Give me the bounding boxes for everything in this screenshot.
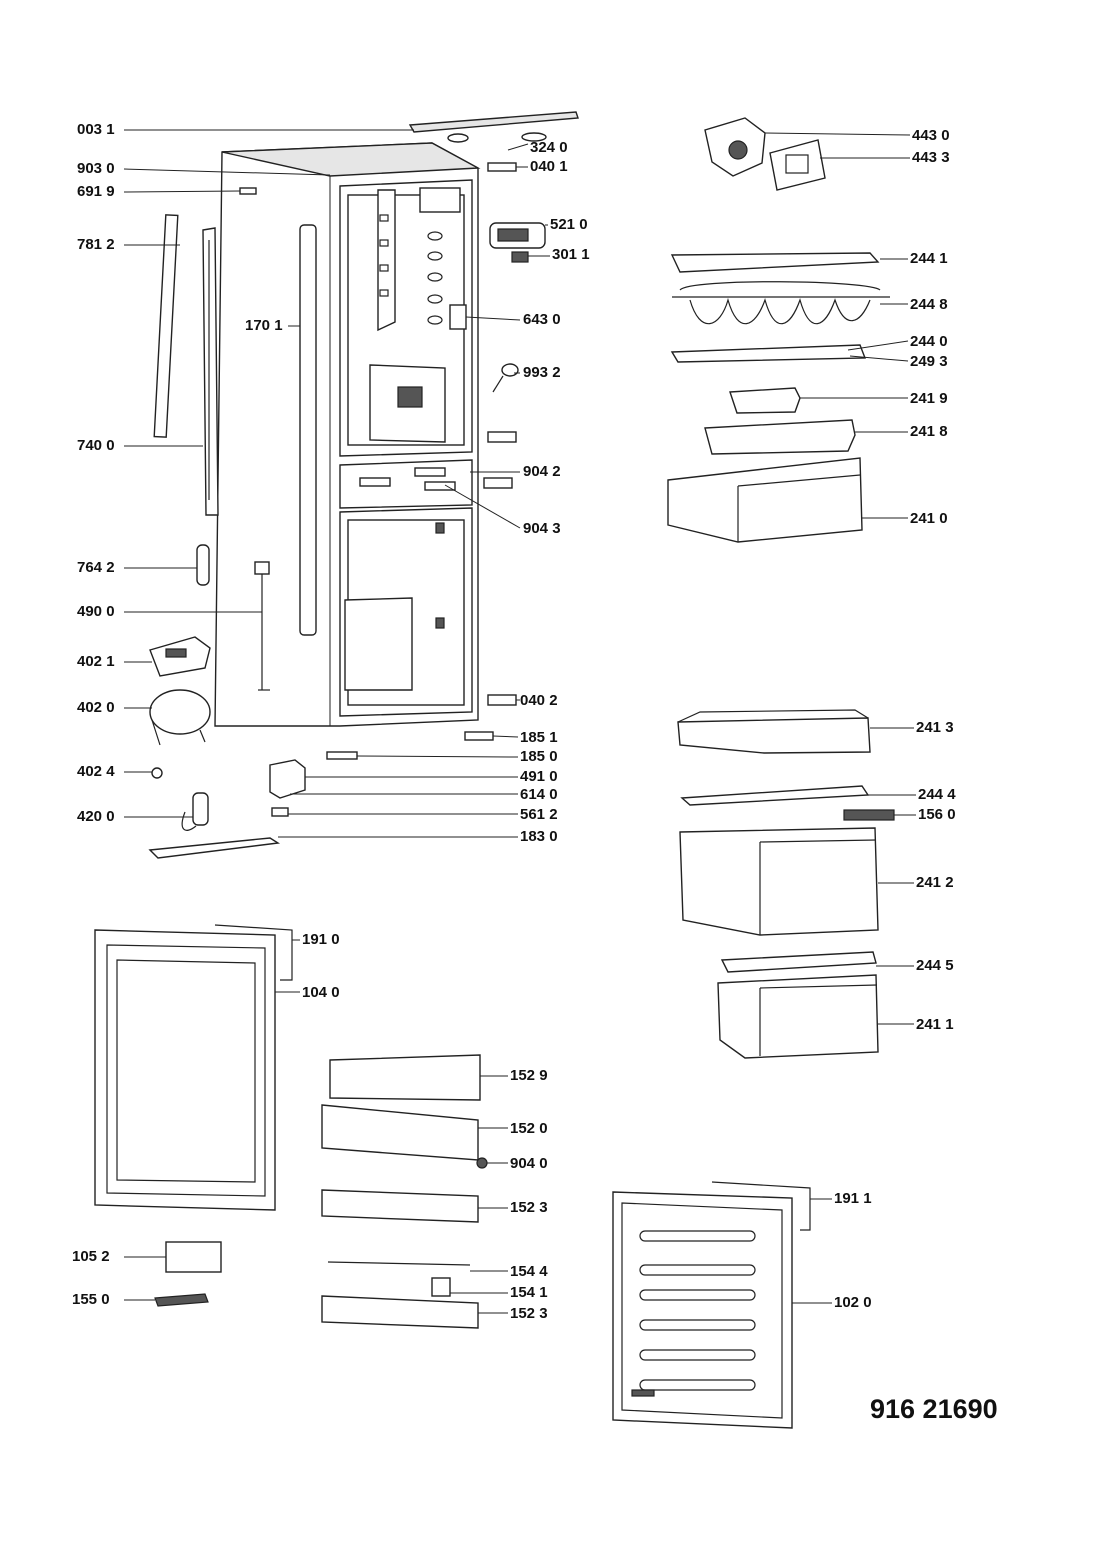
compressor-group xyxy=(149,636,211,831)
callout-156-0: 156 0 xyxy=(918,806,956,823)
callout-183-0: 183 0 xyxy=(520,828,558,845)
callout-185-0: 185 0 xyxy=(520,748,558,765)
callout-244-4: 244 4 xyxy=(918,786,956,803)
cabinet-body xyxy=(214,142,481,727)
callout-152-3-bottom: 152 3 xyxy=(510,1305,548,1322)
door-shelves xyxy=(154,1054,488,1329)
callout-154-1: 154 1 xyxy=(510,1284,548,1301)
callout-105-2: 105 2 xyxy=(72,1248,110,1265)
leader-lines xyxy=(123,129,916,1314)
callout-241-8: 241 8 xyxy=(910,423,948,440)
hinge-pieces xyxy=(483,363,519,706)
callout-691-9: 691 9 xyxy=(77,183,115,200)
fridge-boxes xyxy=(667,387,863,543)
callout-402-1: 402 1 xyxy=(77,653,115,670)
callout-643-0: 643 0 xyxy=(523,311,561,328)
freezer-door xyxy=(612,1181,811,1429)
callout-003-1: 003 1 xyxy=(77,121,115,138)
callout-904-3: 904 3 xyxy=(523,520,561,537)
left-side-parts xyxy=(153,214,317,636)
callout-301-1: 301 1 xyxy=(552,246,590,263)
callout-104-0: 104 0 xyxy=(302,984,340,1001)
callout-152-9: 152 9 xyxy=(510,1067,548,1084)
callout-241-3: 241 3 xyxy=(916,719,954,736)
callout-241-2: 241 2 xyxy=(916,874,954,891)
callout-244-1: 244 1 xyxy=(910,250,948,267)
power-cable xyxy=(254,561,270,691)
callout-244-0: 244 0 xyxy=(910,333,948,350)
callout-170-1: 170 1 xyxy=(245,317,283,334)
callout-241-0: 241 0 xyxy=(910,510,948,527)
bottom-parts xyxy=(148,731,494,859)
callout-781-2: 781 2 xyxy=(77,236,115,253)
callout-491-0: 491 0 xyxy=(520,768,558,785)
callout-561-2: 561 2 xyxy=(520,806,558,823)
callout-402-0: 402 0 xyxy=(77,699,115,716)
callout-040-1: 040 1 xyxy=(530,158,568,175)
callout-904-2: 904 2 xyxy=(523,463,561,480)
freezer-drawers xyxy=(677,709,895,1059)
callout-241-9: 241 9 xyxy=(910,390,948,407)
control-unit xyxy=(489,222,546,263)
callout-443-0: 443 0 xyxy=(912,127,950,144)
callout-244-8: 244 8 xyxy=(910,296,948,313)
callout-521-0: 521 0 xyxy=(550,216,588,233)
callout-191-1: 191 1 xyxy=(834,1190,872,1207)
callout-420-0: 420 0 xyxy=(77,808,115,825)
callout-152-3-top: 152 3 xyxy=(510,1199,548,1216)
model-number: 916 21690 xyxy=(870,1394,998,1424)
callout-443-3: 443 3 xyxy=(912,149,950,166)
callout-249-3: 249 3 xyxy=(910,353,948,370)
callout-904-0: 904 0 xyxy=(510,1155,548,1172)
callout-152-0: 152 0 xyxy=(510,1120,548,1137)
callout-324-0: 324 0 xyxy=(530,139,568,156)
fridge-door xyxy=(94,924,293,1211)
callout-102-0: 102 0 xyxy=(834,1294,872,1311)
callout-903-0: 903 0 xyxy=(77,160,115,177)
callout-614-0: 614 0 xyxy=(520,786,558,803)
callout-244-5: 244 5 xyxy=(916,957,954,974)
callout-191-0: 191 0 xyxy=(302,931,340,948)
callout-402-4: 402 4 xyxy=(77,763,115,780)
callout-155-0: 155 0 xyxy=(72,1291,110,1308)
fan-parts xyxy=(704,117,826,191)
callout-993-2: 993 2 xyxy=(523,364,561,381)
callout-040-2: 040 2 xyxy=(520,692,558,709)
callout-490-0: 490 0 xyxy=(77,603,115,620)
callout-740-0: 740 0 xyxy=(77,437,115,454)
fridge-shelves xyxy=(670,252,890,363)
callout-185-1: 185 1 xyxy=(520,729,558,746)
callout-764-2: 764 2 xyxy=(77,559,115,576)
callout-241-1: 241 1 xyxy=(916,1016,954,1033)
callout-154-4: 154 4 xyxy=(510,1263,548,1280)
